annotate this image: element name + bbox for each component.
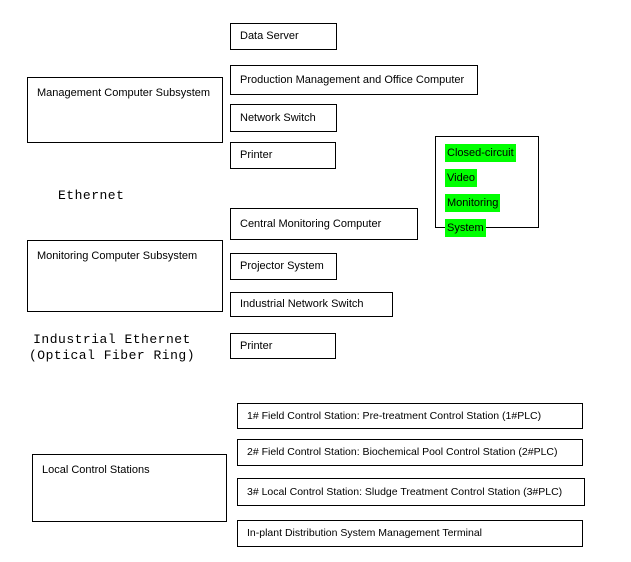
printer-bottom-box: Printer [230,333,336,359]
station-3-box: 3# Local Control Station: Sludge Treatme… [237,478,585,506]
management-subsystem-label: Management Computer Subsystem [37,87,211,99]
monitoring-subsystem-label: Monitoring Computer Subsystem [37,250,198,262]
management-subsystem-box: Management Computer Subsystem [27,77,223,143]
cctv-line-3: Monitoring [445,194,501,212]
monitoring-subsystem-box: Monitoring Computer Subsystem [27,240,223,312]
printer-bottom-label: Printer [240,339,273,352]
distribution-terminal-label: In-plant Distribution System Management … [247,527,482,539]
printer-top-box: Printer [230,142,336,169]
station-2-label: 2# Field Control Station: Biochemical Po… [247,446,558,458]
cctv-line-2: Video [445,169,477,187]
central-monitoring-computer-label: Central Monitoring Computer [240,217,382,230]
station-2-box: 2# Field Control Station: Biochemical Po… [237,439,583,466]
station-3-label: 3# Local Control Station: Sludge Treatme… [247,485,563,498]
production-office-computer-box: Production Management and Office Compute… [230,65,478,95]
ethernet-label: Ethernet [58,188,125,203]
cctv-line-1: Closed-circuit [445,144,516,162]
network-switch-box: Network Switch [230,104,337,132]
projector-system-box: Projector System [230,253,337,280]
data-server-box: Data Server [230,23,337,50]
local-control-stations-label: Local Control Stations [42,464,150,476]
local-control-stations-box: Local Control Stations [32,454,227,522]
industrial-ethernet-line2: (Optical Fiber Ring) [28,348,196,363]
industrial-ethernet-line1: Industrial Ethernet [33,332,191,347]
cctv-line-4: System [445,219,486,237]
data-server-label: Data Server [240,30,299,42]
industrial-ethernet-label: Industrial Ethernet (Optical Fiber Ring) [24,332,200,364]
station-1-label: 1# Field Control Station: Pre-treatment … [247,409,542,422]
station-1-box: 1# Field Control Station: Pre-treatment … [237,403,583,429]
distribution-terminal-box: In-plant Distribution System Management … [237,520,583,547]
central-monitoring-computer-box: Central Monitoring Computer [230,208,418,240]
cctv-system-box: Closed-circuit Video Monitoring System [435,136,539,237]
industrial-network-switch-box: Industrial Network Switch [230,292,393,317]
projector-system-label: Projector System [240,260,324,272]
industrial-network-switch-label: Industrial Network Switch [240,298,364,310]
production-office-computer-label: Production Management and Office Compute… [240,73,465,86]
printer-top-label: Printer [240,149,273,161]
network-switch-label: Network Switch [240,111,316,124]
